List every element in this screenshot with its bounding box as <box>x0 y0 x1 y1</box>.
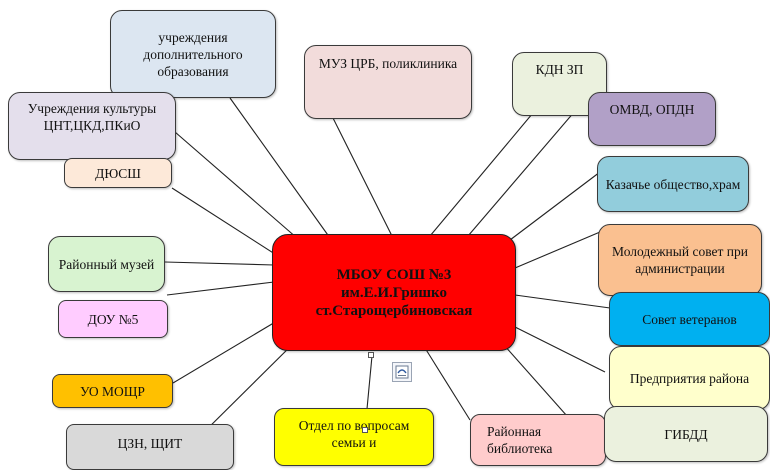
school-name-line2: им.Е.И.Гришко <box>341 284 447 301</box>
node-predpriyatiya[interactable]: Предприятия района <box>609 346 770 410</box>
node-sovet-veteranov-label: Совет ветеранов <box>642 311 737 327</box>
node-dyussh-label: ДЮСШ <box>95 165 141 181</box>
node-kultura[interactable]: Учреждения культуры ЦНТ,ЦКД,ПКиО <box>8 92 176 160</box>
school-center-node[interactable]: МБОУ СОШ №3 им.Е.И.Гришко ст.Старощербин… <box>272 234 516 351</box>
node-czn-label: ЦЗН, ЩИТ <box>117 436 183 451</box>
node-biblioteka[interactable]: Районная библиотека <box>470 414 606 466</box>
school-name: МБОУ СОШ №3 им.Е.И.Гришко ст.Старощербин… <box>316 266 473 320</box>
node-dou[interactable]: ДОУ №5 <box>58 300 168 338</box>
node-omvd-label: ОМВД, ОПДН <box>609 102 695 117</box>
node-omvd[interactable]: ОМВД, ОПДН <box>588 92 716 146</box>
node-otdel-semya-label: Отдел по вопросам семьи и <box>298 418 410 450</box>
node-kdn-zp-label: КДН ЗП <box>535 62 584 77</box>
node-biblioteka-label: Районная библиотека <box>487 424 553 456</box>
node-gibdd[interactable]: ГИБДД <box>604 406 768 462</box>
node-dop-obrazovanie-label: учреждения дополнительного образования <box>143 29 243 79</box>
node-dou-label: ДОУ №5 <box>87 311 139 327</box>
node-sovet-veteranov[interactable]: Совет ветеранов <box>609 292 770 346</box>
node-dop-obrazovanie[interactable]: учреждения дополнительного образования <box>110 10 276 98</box>
node-kdn-zp[interactable]: КДН ЗП <box>512 52 607 116</box>
node-molodezhny-sovet[interactable]: Молодежный совет при администрации <box>598 224 762 296</box>
node-gibdd-label: ГИБДД <box>664 426 708 442</box>
school-name-line1: МБОУ СОШ №3 <box>336 266 452 283</box>
node-kazachie-label: Казачье общество,храм <box>605 176 741 192</box>
node-otdel-semya[interactable]: Отдел по вопросам семьи и <box>274 408 434 466</box>
node-kazachie[interactable]: Казачье общество,храм <box>597 156 749 212</box>
selection-handle-top[interactable] <box>368 352 374 358</box>
node-molodezhny-sovet-label: Молодежный совет при администрации <box>612 244 748 276</box>
node-kultura-label: Учреждения культуры ЦНТ,ЦКД,ПКиО <box>27 101 157 133</box>
school-name-line3: ст.Старощербиновская <box>315 302 473 319</box>
node-muzey-label: Районный музей <box>58 256 155 272</box>
node-uo-moshr[interactable]: УО МОЩР <box>52 374 173 408</box>
node-predpriyatiya-label: Предприятия района <box>629 370 750 386</box>
node-muz-crb-label: МУЗ ЦРБ, поликлиника <box>318 56 458 71</box>
node-muz-crb[interactable]: МУЗ ЦРБ, поликлиника <box>304 45 472 119</box>
node-dyussh[interactable]: ДЮСШ <box>64 158 172 188</box>
selection-handle-bottom[interactable] <box>362 427 368 433</box>
anchor-icon[interactable] <box>392 362 412 382</box>
node-muzey[interactable]: Районный музей <box>48 236 165 292</box>
node-czn[interactable]: ЦЗН, ЩИТ <box>66 424 234 470</box>
node-uo-moshr-label: УО МОЩР <box>80 383 145 399</box>
